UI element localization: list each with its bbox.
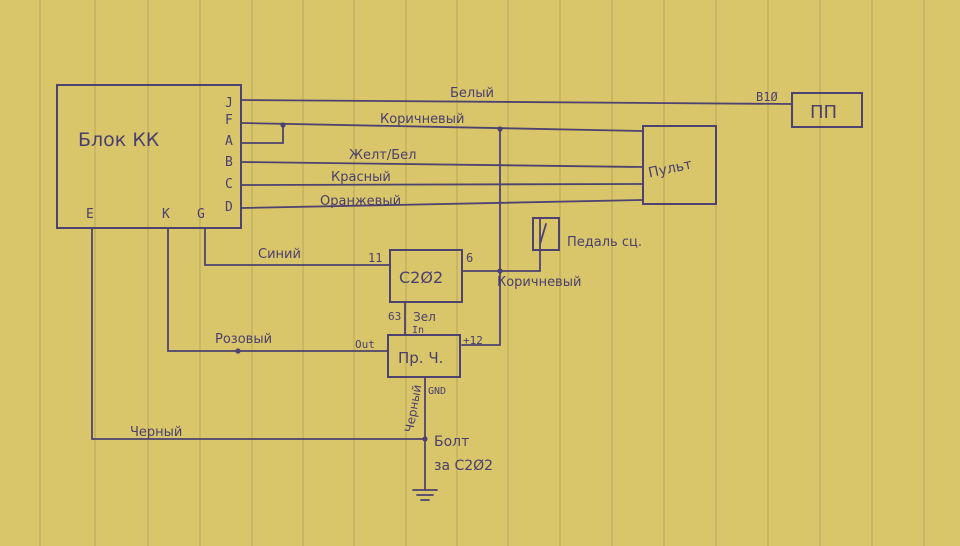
pin-k-label: K <box>162 207 170 222</box>
remote-block: Пульт <box>642 125 717 205</box>
pp-block: ПП <box>791 92 863 128</box>
wire-brown-vertical <box>461 128 501 346</box>
converter-title: Пр. Ч. <box>398 349 443 367</box>
cc-unit-block: Блок КК J F A B C D E K G <box>56 84 242 229</box>
label-red: Красный <box>331 170 391 185</box>
wires <box>91 99 793 491</box>
cc-unit-title: Блок КК <box>78 129 160 151</box>
wire-white <box>240 99 793 105</box>
pedal-switch: Педаль сц. <box>532 217 642 251</box>
terminal-conv-in: In <box>412 325 424 336</box>
label-black-vertical: Черный <box>402 383 424 433</box>
label-blue: Синий <box>258 247 301 262</box>
label-brown-side: Коричневый <box>497 275 581 290</box>
pin-e-label: E <box>86 207 94 222</box>
bolt-label-line2: за С2Ø2 <box>434 458 493 474</box>
wire-red <box>240 183 644 186</box>
terminal-c202-6: 6 <box>466 251 473 265</box>
junction-brown-top <box>497 126 503 132</box>
label-white: Белый <box>450 86 494 101</box>
pp-title: ПП <box>810 102 837 123</box>
terminal-c202-11: 11 <box>368 251 382 265</box>
bolt-label-line1: Болт <box>434 434 469 450</box>
pin-c-label: C <box>225 177 233 192</box>
terminal-c202-63: 63 <box>388 310 401 323</box>
junction-bolt <box>422 436 428 442</box>
label-orange: Оранжевый <box>320 194 401 209</box>
label-yellow-white: Желт/Бел <box>349 148 417 163</box>
c202-block: С2Ø2 <box>389 249 463 303</box>
wire-to-pedal <box>499 217 541 272</box>
pin-b-label: B <box>225 155 233 170</box>
junction-a <box>280 122 286 128</box>
wire-brown <box>240 122 644 132</box>
pedal-switch-box <box>532 217 560 251</box>
terminal-b10: B1Ø <box>756 90 778 104</box>
pin-d-label: D <box>225 200 233 215</box>
remote-title: Пульт <box>647 157 694 182</box>
converter-box <box>387 334 461 378</box>
label-pink: Розовый <box>215 332 272 347</box>
cc-unit-box <box>56 84 242 229</box>
terminal-conv-gnd: GND <box>428 386 446 397</box>
paper-rules <box>39 0 925 546</box>
pp-box <box>791 92 863 128</box>
pin-g-label: G <box>197 207 205 222</box>
terminal-conv-out: Out <box>355 338 375 351</box>
wire-orange <box>240 199 644 209</box>
pin-j-label: J <box>225 96 233 111</box>
pedal-label: Педаль сц. <box>567 235 642 250</box>
c202-title: С2Ø2 <box>399 268 443 287</box>
pedal-switch-contact <box>539 223 547 245</box>
c202-box <box>389 249 463 303</box>
converter-block: Пр. Ч. <box>387 334 461 378</box>
label-black-main: Черный <box>130 425 182 440</box>
wire-yellow-white <box>240 161 644 168</box>
wire-pink <box>167 227 389 352</box>
wire-a-loop <box>240 124 284 144</box>
pin-a-label: A <box>225 134 233 149</box>
label-green: Зел <box>413 310 436 324</box>
wire-blue <box>204 227 391 266</box>
pin-f-label: F <box>225 113 233 128</box>
label-brown-top: Коричневый <box>380 112 464 127</box>
wire-black-main <box>91 227 426 440</box>
junction-pink <box>235 348 241 354</box>
terminal-conv-plus12: +12 <box>463 334 483 347</box>
ground-symbol <box>412 489 438 501</box>
remote-box <box>642 125 717 205</box>
